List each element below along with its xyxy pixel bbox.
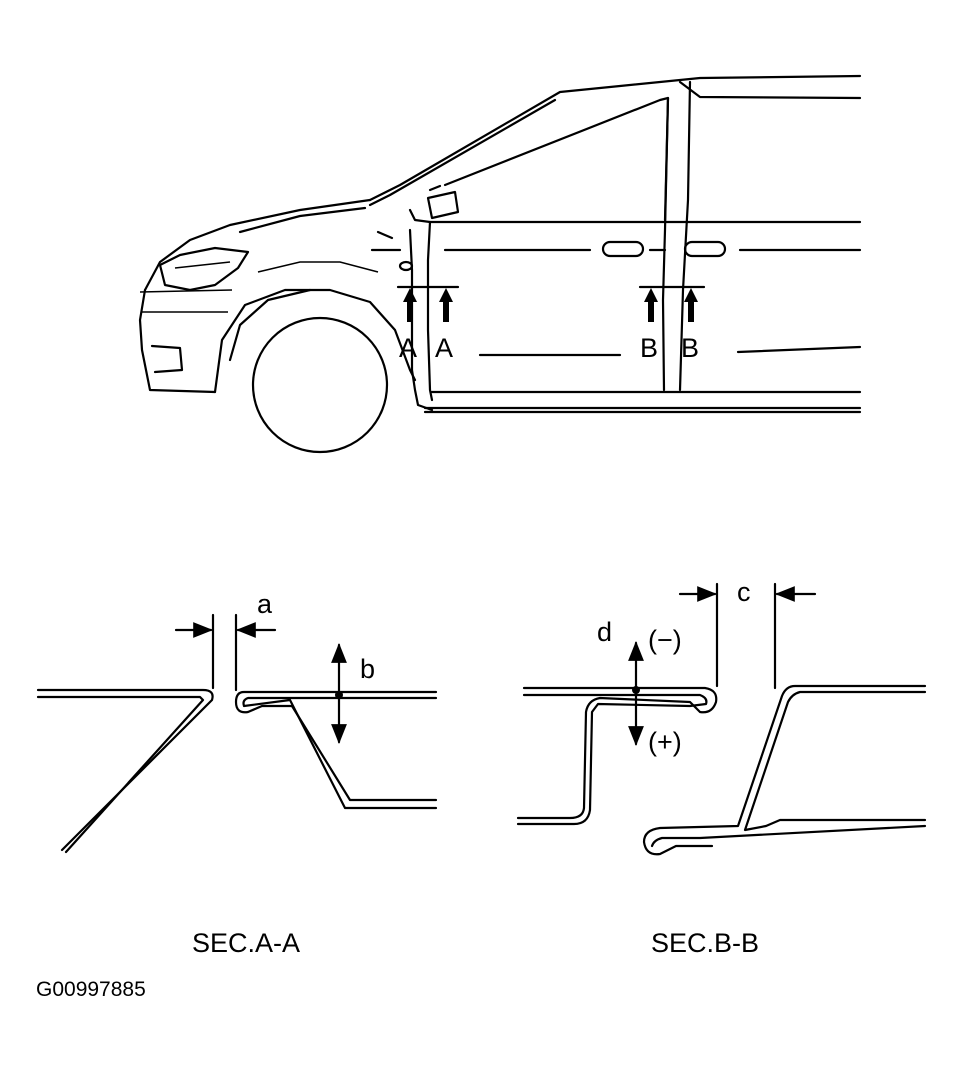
- figure-code: G00997885: [36, 978, 146, 1001]
- section-title-a: SEC.A-A: [192, 928, 300, 958]
- section-arrow-b-right: [684, 288, 698, 322]
- flush-minus-label: (−): [648, 625, 682, 655]
- flush-plus-label: (+): [648, 727, 682, 757]
- vehicle-side-view: A A B B: [138, 74, 862, 454]
- section-b-b: c d (−) (+) SEC.B-B: [516, 577, 927, 958]
- flush-label-b: b: [360, 654, 375, 684]
- section-arrow-a-left: [403, 288, 417, 322]
- section-arrow-a-right: [439, 288, 453, 322]
- flush-label-d: d: [597, 617, 612, 647]
- gap-label-c: c: [737, 577, 751, 607]
- section-label-a-left: A: [399, 333, 417, 363]
- section-title-b: SEC.B-B: [651, 928, 759, 958]
- section-label-b-right: B: [681, 333, 699, 363]
- section-label-b-left: B: [640, 333, 658, 363]
- section-a-a: a b SEC.A-A: [36, 589, 438, 958]
- section-arrow-b-left: [644, 288, 658, 322]
- section-label-a-right: A: [435, 333, 453, 363]
- gap-label-a: a: [257, 589, 273, 619]
